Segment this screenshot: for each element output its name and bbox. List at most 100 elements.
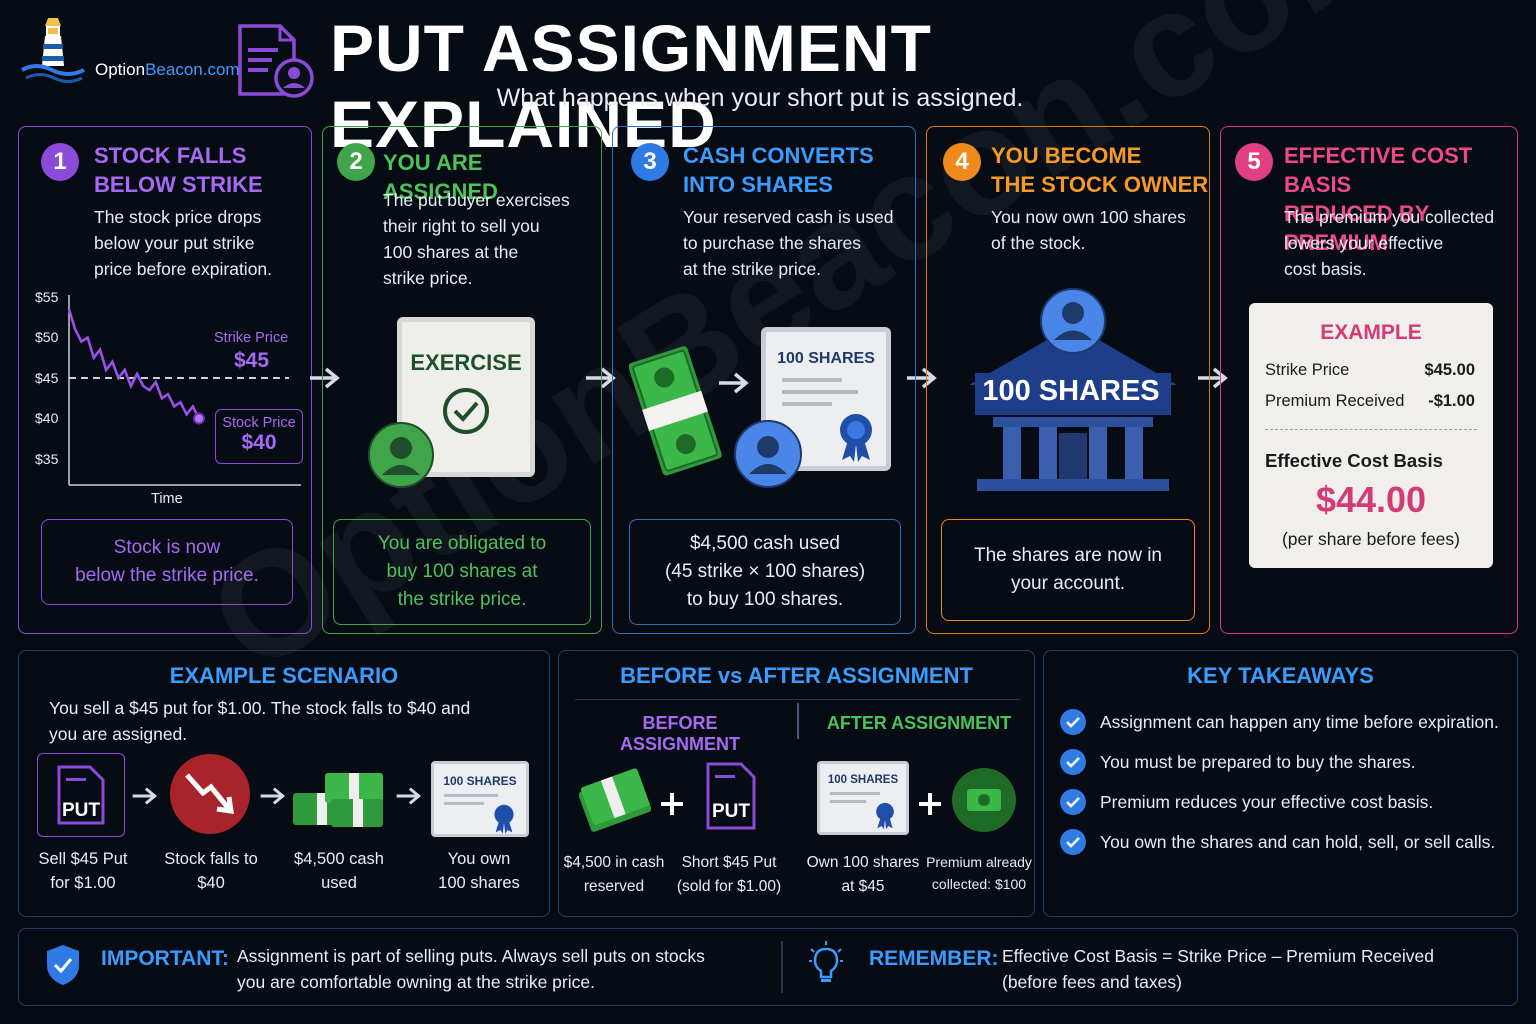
basis-value: $44.00 [1315,479,1427,520]
plus-icon [661,793,683,815]
arrow-right-icon [396,787,422,805]
basis-note: (per share before fees) [1281,529,1460,549]
divider [1265,429,1477,430]
before-heading: BEFORE ASSIGNMENT [619,713,740,754]
put-doc-tile: PUT [37,753,125,837]
divider [797,703,799,739]
example-row-label: Premium Received [1265,392,1405,410]
step-card-2: 2 YOU ARE ASSIGNED The put buyer exercis… [322,126,602,634]
cash-stack-icon [629,346,722,476]
bank-building-icon [969,288,1177,491]
y-tick: $35 [35,451,59,467]
bank-label: 100 SHARES [982,375,1160,407]
step-number: 3 [631,143,669,181]
y-tick: $50 [35,329,59,345]
divider [781,941,783,993]
key-takeaways-panel: KEY TAKEAWAYS [1043,650,1518,917]
scenario-caption: Stock falls to$40 [164,850,258,892]
x-axis-label: Time [151,491,183,507]
example-row-value: $45.00 [1424,361,1475,379]
panel-title: BEFORE vs AFTER ASSIGNMENT [620,663,973,688]
price-series-line [67,308,201,420]
arrow-right-icon [586,367,616,389]
arrow-right-icon [260,787,286,805]
document-user-icon [236,22,316,100]
takeaway-item: You own the shares and can hold, sell, o… [1060,829,1495,855]
takeaway-item: Premium reduces your effective cost basi… [1060,789,1433,815]
seal-icon [840,414,872,462]
after-heading: AFTER ASSIGNMENT [826,713,1012,733]
arrow-right-icon [1198,367,1228,389]
share-certificate: 100 SHARES [431,761,529,837]
strike-label: Strike Price [214,330,289,346]
step-number: 1 [41,143,79,181]
logo-text: Option [95,60,146,79]
shield-check-icon [47,945,79,985]
example-card: EXAMPLE Strike Price $45.00 Premium Rece… [1249,303,1493,568]
share-certificate: 100 SHARES [817,761,909,835]
step-title: YOU ARE ASSIGNED [383,150,498,204]
remember-text: Effective Cost Basis = Strike Price – Pr… [1002,946,1434,992]
lightbulb-icon [809,941,843,982]
step-number: 4 [943,143,981,181]
price-down-icon [170,754,250,834]
remember-label: REMEMBER: [869,947,999,970]
step-number: 2 [337,143,375,181]
y-tick: $40 [35,410,59,426]
check-icon [1060,789,1086,815]
check-icon [1060,709,1086,735]
check-icon [1060,829,1086,855]
step-result-box: $4,500 cash used(45 strike × 100 shares)… [629,519,901,625]
check-icon [1060,749,1086,775]
scenario-description: You sell a $45 put for $1.00. The stock … [49,698,471,744]
strike-value: $45 [234,349,270,372]
example-row-label: Strike Price [1265,361,1350,379]
plus-icon [919,793,941,815]
y-tick: $45 [35,370,59,386]
page-title: PUT ASSIGNMENT EXPLAINED [330,11,932,161]
step-number: 5 [1235,143,1273,181]
divider [575,699,1020,700]
put-document-icon [57,765,105,825]
example-row-value: -$1.00 [1428,392,1475,410]
stock-price-callout: Stock Price $40 [215,409,303,464]
panel-title: EXAMPLE SCENARIO [169,663,399,688]
current-price-point [193,412,205,425]
example-title: EXAMPLE [1320,321,1422,344]
basis-label: Effective Cost Basis [1265,450,1443,471]
page-subtitle: What happens when your short put is assi… [496,84,1024,112]
logo-text-accent: Beacon.com [145,60,240,79]
cash-bundles-icon [293,773,383,827]
panel-title: KEY TAKEAWAYS [1187,663,1374,688]
user-avatar-icon [734,420,802,488]
important-text: Assignment is part of selling puts. Alwa… [237,946,705,992]
put-document-icon: PUT [705,761,757,831]
user-avatar-icon [368,422,434,488]
compare-caption: Short $45 Put(sold for $1.00) [676,854,782,895]
arrow-right-icon [719,372,749,394]
takeaway-item: You must be prepared to buy the shares. [1060,749,1416,775]
cash-stack-icon [579,768,651,832]
brand-logo[interactable]: OptionBeacon.com [18,16,278,96]
y-tick: $55 [35,289,59,305]
exercise-label: EXERCISE [410,350,522,375]
